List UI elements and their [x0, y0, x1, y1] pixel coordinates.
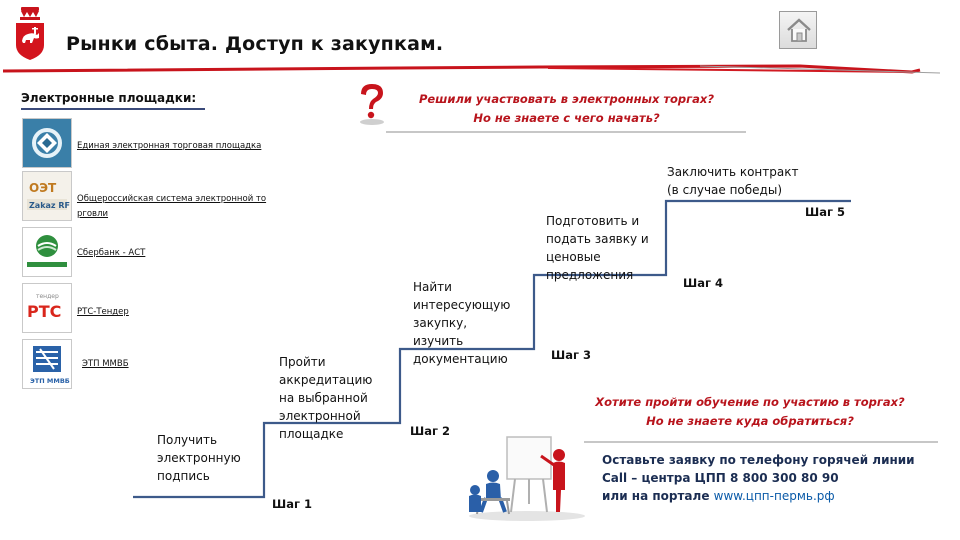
contact-block: Оставьте заявку по телефону горячей лини…: [602, 451, 915, 505]
step-5-label: Шаг 5: [805, 205, 845, 219]
question-block-2: Хотите пройти обучение по участию в торг…: [570, 393, 930, 431]
contact-line-1: Оставьте заявку по телефону горячей лини…: [602, 451, 915, 469]
divider-2: [584, 441, 938, 443]
step-2-label: Шаг 2: [410, 424, 450, 438]
question-2-line1: Хотите пройти обучение по участию в торг…: [570, 393, 930, 412]
training-illustration-icon: [467, 432, 593, 522]
contact-line-2: Call – центра ЦПП 8 800 300 80 90: [602, 469, 915, 487]
contact-portal-prefix: или на портале: [602, 489, 714, 503]
step-5-text: Заключить контракт(в случае победы): [667, 163, 798, 199]
portal-link[interactable]: www.цпп-пермь.рф: [714, 489, 835, 503]
step-4-label: Шаг 4: [683, 276, 723, 290]
step-3-label: Шаг 3: [551, 348, 591, 362]
contact-line-3: или на портале www.цпп-пермь.рф: [602, 487, 915, 505]
step-1-label: Шаг 1: [272, 497, 312, 511]
question-2-line2: Но не знаете куда обратиться?: [570, 412, 930, 431]
